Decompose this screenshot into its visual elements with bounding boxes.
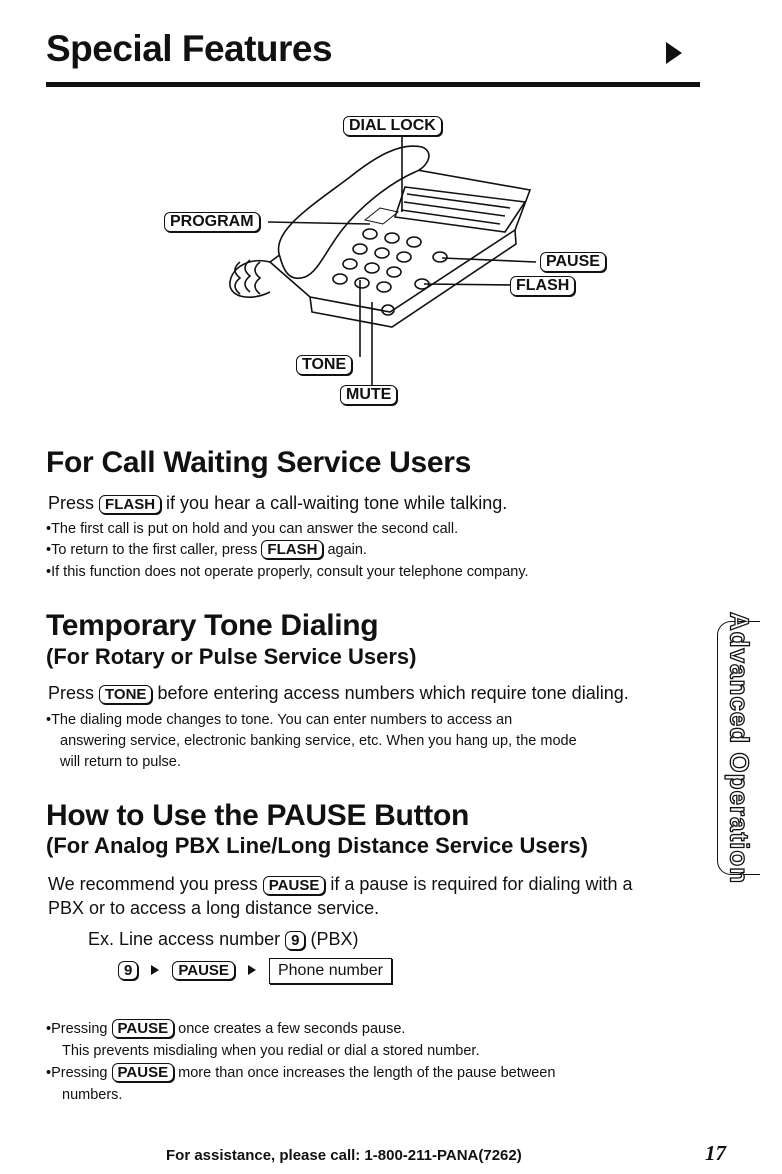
call-waiting-intro: Press FLASH if you hear a call-waiting t… — [48, 491, 507, 515]
text: We recommend you press — [48, 874, 258, 894]
tone-dialing-intro: Press TONE before entering access number… — [48, 681, 629, 705]
pause-bullet-2: •Pressing PAUSE more than once increases… — [46, 1063, 555, 1084]
pause-intro-line-2: PBX or to access a long distance service… — [48, 898, 380, 918]
call-waiting-heading: For Call Waiting Service Users — [46, 446, 472, 479]
nine-key: 9 — [285, 931, 306, 951]
phone-number-box: Phone number — [268, 958, 392, 984]
telephone-diagram: DIAL LOCK PROGRAM PAUSE FLASH TONE MUTE — [160, 112, 620, 412]
telephone-illustration-icon — [229, 136, 537, 387]
tone-dialing-heading: Temporary Tone Dialing — [46, 609, 379, 642]
text: Press — [48, 683, 95, 703]
pause-key: PAUSE — [262, 876, 326, 896]
pause-key: PAUSE — [172, 961, 235, 981]
page-title: Special Features — [46, 28, 333, 69]
continue-arrow-icon — [666, 42, 682, 64]
text: again. — [327, 542, 367, 558]
dial-lock-label: DIAL LOCK — [343, 116, 442, 137]
text: •Pressing — [46, 1021, 108, 1037]
program-label: PROGRAM — [164, 212, 260, 233]
pause-key: PAUSE — [111, 1063, 175, 1083]
flash-key: FLASH — [261, 540, 324, 560]
tone-dialing-bullet-line-3: will return to pulse. — [60, 754, 181, 770]
pause-label: PAUSE — [540, 252, 606, 273]
pause-heading: How to Use the PAUSE Button — [46, 799, 470, 832]
text: before entering access numbers which req… — [157, 683, 629, 703]
pause-bullet-1-line-2: This prevents misdialing when you redial… — [62, 1043, 480, 1059]
pause-intro: We recommend you press PAUSE if a pause … — [48, 872, 633, 896]
section-side-tab: Advanced Operation — [717, 611, 760, 885]
page-number: 17 — [705, 1141, 726, 1165]
tone-label: TONE — [296, 355, 353, 376]
header-rule — [46, 82, 700, 87]
pause-sequence: 9 PAUSE Phone number — [118, 957, 392, 984]
flash-label: FLASH — [510, 276, 576, 297]
text: Press — [48, 493, 95, 513]
text: Ex. Line access number — [88, 929, 281, 949]
pause-key: PAUSE — [111, 1019, 175, 1039]
pause-bullet-2-line-2: numbers. — [62, 1087, 123, 1103]
text: •To return to the first caller, press — [46, 542, 258, 558]
pause-example: Ex. Line access number 9 (PBX) — [88, 927, 358, 951]
tone-key: TONE — [99, 685, 153, 705]
call-waiting-bullet-3: •If this function does not operate prope… — [46, 564, 529, 580]
text: if you hear a call-waiting tone while ta… — [166, 493, 508, 513]
tone-dialing-bullet-line-1: •The dialing mode changes to tone. You c… — [46, 712, 513, 728]
text: once creates a few seconds pause. — [178, 1021, 406, 1037]
text: •Pressing — [46, 1065, 108, 1081]
tone-dialing-subheading: (For Rotary or Pulse Service Users) — [46, 644, 417, 669]
text: (PBX) — [310, 929, 359, 949]
pause-bullet-1: •Pressing PAUSE once creates a few secon… — [46, 1019, 405, 1040]
arrow-right-icon — [151, 965, 160, 976]
tone-dialing-bullet-line-2: answering service, electronic banking se… — [60, 733, 577, 749]
flash-key: FLASH — [99, 495, 162, 515]
text: more than once increases the length of t… — [178, 1065, 556, 1081]
pause-subheading: (For Analog PBX Line/Long Distance Servi… — [46, 833, 588, 858]
arrow-right-icon — [247, 965, 256, 976]
call-waiting-bullet-1: •The first call is put on hold and you c… — [46, 521, 459, 537]
mute-label: MUTE — [340, 385, 398, 406]
nine-key: 9 — [118, 961, 139, 981]
side-tab-label: Advanced Operation — [724, 611, 755, 885]
call-waiting-bullet-2: •To return to the first caller, press FL… — [46, 540, 367, 561]
text: if a pause is required for dialing with … — [330, 874, 633, 894]
assistance-footer: For assistance, please call: 1-800-211-P… — [166, 1147, 522, 1164]
